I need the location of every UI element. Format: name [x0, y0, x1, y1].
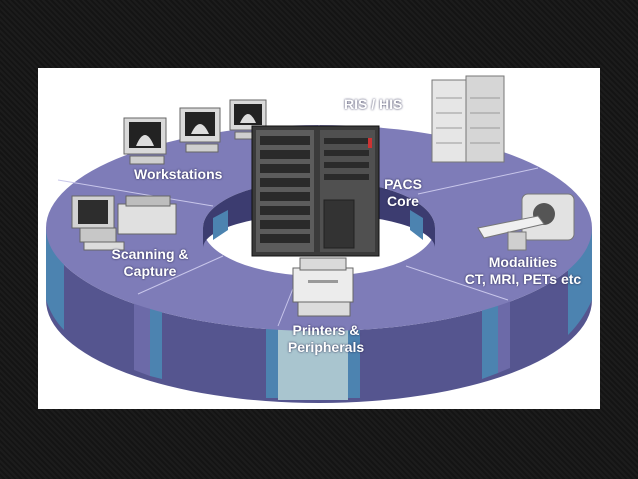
pacs-server-icon [431, 75, 505, 163]
scanner-icon [71, 195, 177, 251]
ring-outer-wall [46, 228, 592, 403]
printer-icon [292, 257, 354, 317]
workstations-label: Workstations [134, 166, 223, 182]
pacs-ring-diagram [46, 75, 592, 403]
ris-his-label: RIS / HIS [344, 96, 403, 112]
ring-top-face [46, 125, 592, 331]
pacs-core-label: PACS Core [384, 176, 422, 209]
ring-wall-stripes [46, 228, 592, 400]
printers-peripherals-label: Printers & Peripherals [287, 322, 365, 355]
modalities-label: Modalities CT, MRI, PETs etc [464, 254, 582, 287]
slide-area: RIS / HIS Workstations PACS Core Scannin… [38, 68, 600, 409]
segment-separators [57, 125, 539, 327]
scanning-capture-label: Scanning & Capture [111, 246, 189, 279]
ct-scanner-icon [477, 193, 575, 251]
server-rack-icon [251, 125, 380, 257]
workstation-monitor-icon [123, 99, 267, 165]
